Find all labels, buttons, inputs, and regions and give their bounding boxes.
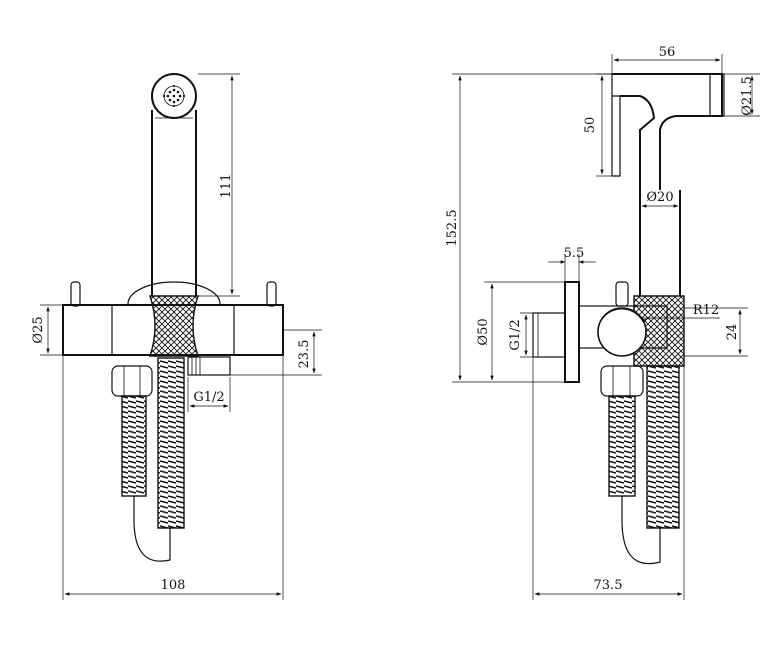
dim-23-5-label: 23.5 <box>297 340 312 369</box>
round-holder <box>597 307 647 357</box>
dim-g12-side-label: G1/2 <box>508 319 523 350</box>
dim-111-label: 111 <box>219 174 234 199</box>
hose-right <box>157 357 185 529</box>
hose-nut <box>111 365 153 397</box>
dim-5-5-label: 5.5 <box>564 246 585 261</box>
dim-g12-label: G1/2 <box>193 390 224 405</box>
spray-nozzle-holes <box>162 84 186 108</box>
spray-trigger <box>611 74 621 177</box>
knurled-grip <box>149 295 199 357</box>
handle-tube <box>151 110 197 296</box>
right-pin <box>266 281 277 307</box>
dim-50-label: 50 <box>583 117 598 134</box>
spray-head-side <box>612 73 723 190</box>
dim-r12-label: R12 <box>693 303 719 318</box>
hose-side-left <box>608 395 636 497</box>
spray-nozzle-side <box>709 73 725 117</box>
wall-holder <box>127 281 221 305</box>
dim-152-5-label: 152.5 <box>445 209 460 246</box>
dim-108-label: 108 <box>161 578 186 593</box>
inlet-thread-side <box>532 312 566 358</box>
wall-flange <box>564 281 580 383</box>
dim-o21-5-label: Ø21.5 <box>740 76 755 116</box>
dim-56-label: 56 <box>659 45 676 60</box>
hose-nut-side <box>600 365 644 397</box>
dim-o25-label: Ø25 <box>31 316 46 343</box>
hose-side-right <box>646 365 680 529</box>
left-pin <box>70 281 81 307</box>
dim-o50-label: Ø50 <box>476 318 491 345</box>
hose-loop-side <box>621 496 661 565</box>
inlet-fitting <box>187 356 231 376</box>
dim-o20-label: Ø20 <box>646 190 673 205</box>
stem <box>639 190 681 296</box>
hose-loop <box>133 496 171 562</box>
side-view: 56 Ø21.5 50 152.5 Ø20 5.5 Ø50 G1/2 R12 <box>445 45 760 600</box>
pin-side <box>615 281 629 307</box>
hose-left <box>121 395 147 497</box>
front-view: 111 Ø25 23.5 G1/2 108 <box>31 73 322 600</box>
dim-24-label: 24 <box>725 324 740 341</box>
dim-73-5-label: 73.5 <box>594 578 623 593</box>
